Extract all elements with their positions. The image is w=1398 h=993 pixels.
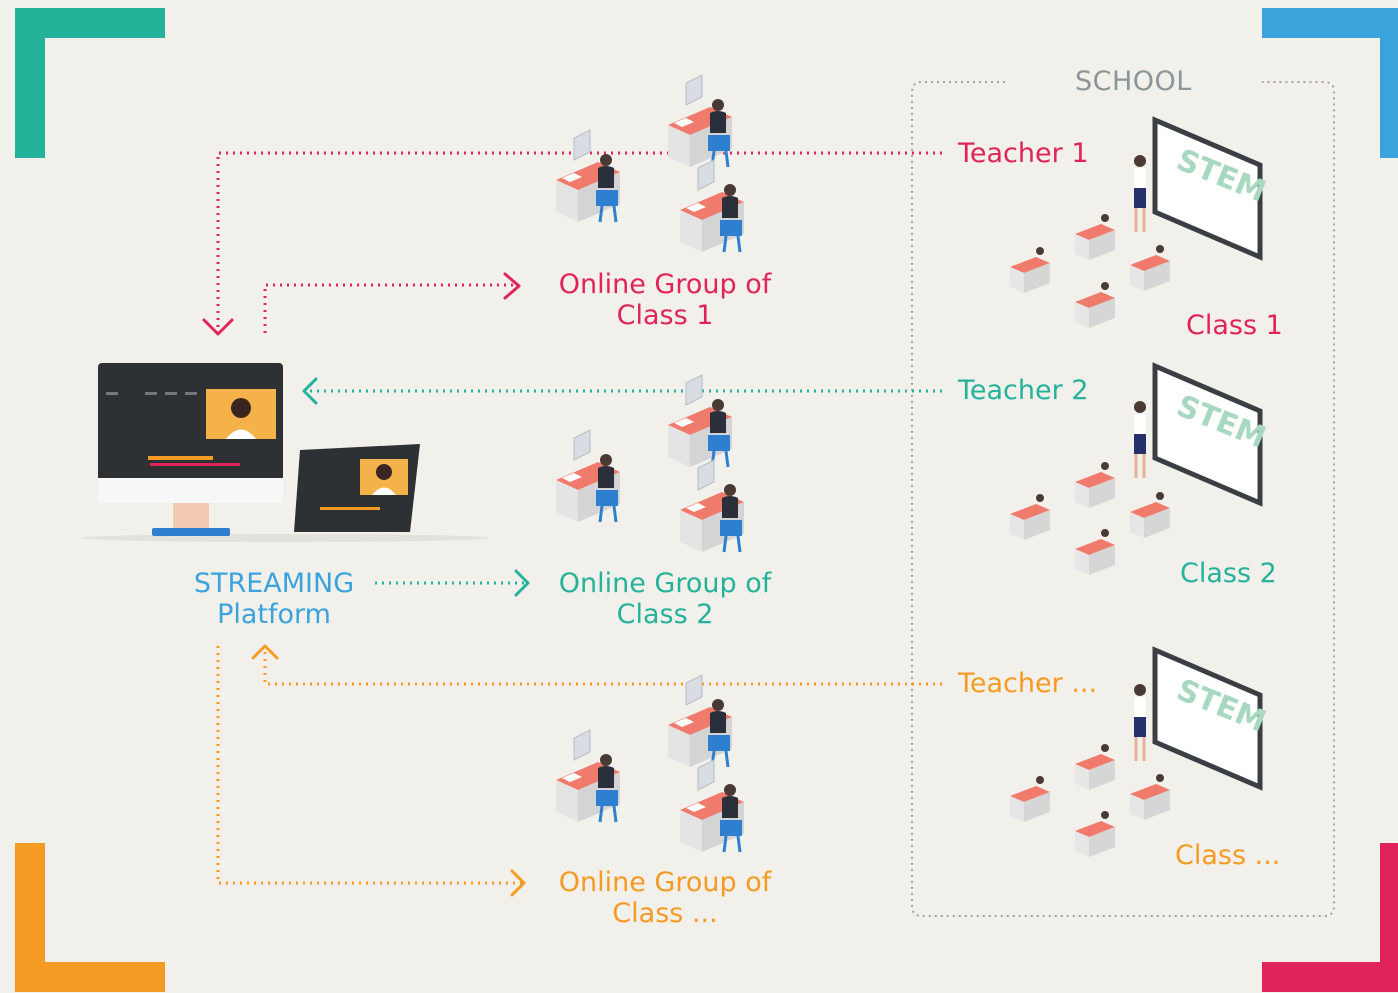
corner-bracket-icon <box>15 8 1398 992</box>
teacher-3-label: Teacher ... <box>958 668 1098 699</box>
flow-red <box>216 151 942 333</box>
streaming-platform-label: STREAMING Platform <box>194 568 354 630</box>
flow-orange <box>216 646 942 885</box>
teacher-icon <box>1134 155 1146 232</box>
flow-teal <box>310 389 942 585</box>
teacher-1-label: Teacher 1 <box>958 138 1089 169</box>
class-3-label: Class ... <box>1175 840 1281 871</box>
online-group-1-line2: Class 1 <box>616 300 714 331</box>
online-group-3-line1: Online Group of <box>558 867 772 898</box>
teacher-icon <box>1134 401 1146 478</box>
arrowhead-down <box>202 318 234 336</box>
platform-line1: STREAMING <box>193 568 355 599</box>
online-group-2-line2: Class 2 <box>616 599 714 630</box>
online-group-1-line1: Online Group of <box>558 269 772 300</box>
school-title: SCHOOL <box>1075 66 1192 97</box>
whiteboard-icon: STEM <box>1152 116 1271 261</box>
arrowhead-right <box>503 272 521 300</box>
online-group-2-label: Online Group of Class 2 <box>559 568 771 630</box>
online-group-2-students <box>554 373 746 554</box>
class-1-label: Class 1 <box>1186 310 1283 341</box>
online-group-3-students <box>554 673 746 854</box>
classroom-1: STEM <box>1010 116 1271 328</box>
online-group-3-label: Online Group of Class ... <box>559 867 771 929</box>
monitor-icon <box>80 363 490 542</box>
whiteboard-icon: STEM <box>1152 362 1271 507</box>
online-group-2-line1: Online Group of <box>558 568 772 599</box>
tablet-icon <box>294 444 420 532</box>
whiteboard-icon: STEM <box>1152 646 1271 791</box>
school-boundary <box>911 81 1335 917</box>
online-group-3-line2: Class ... <box>612 898 718 929</box>
teacher-2-label: Teacher 2 <box>958 375 1089 406</box>
online-group-1-label: Online Group of Class 1 <box>559 269 771 331</box>
class-2-label: Class 2 <box>1180 558 1277 589</box>
platform-line2: Platform <box>217 599 331 630</box>
online-group-1-students <box>554 73 746 254</box>
teacher-icon <box>1134 684 1146 761</box>
